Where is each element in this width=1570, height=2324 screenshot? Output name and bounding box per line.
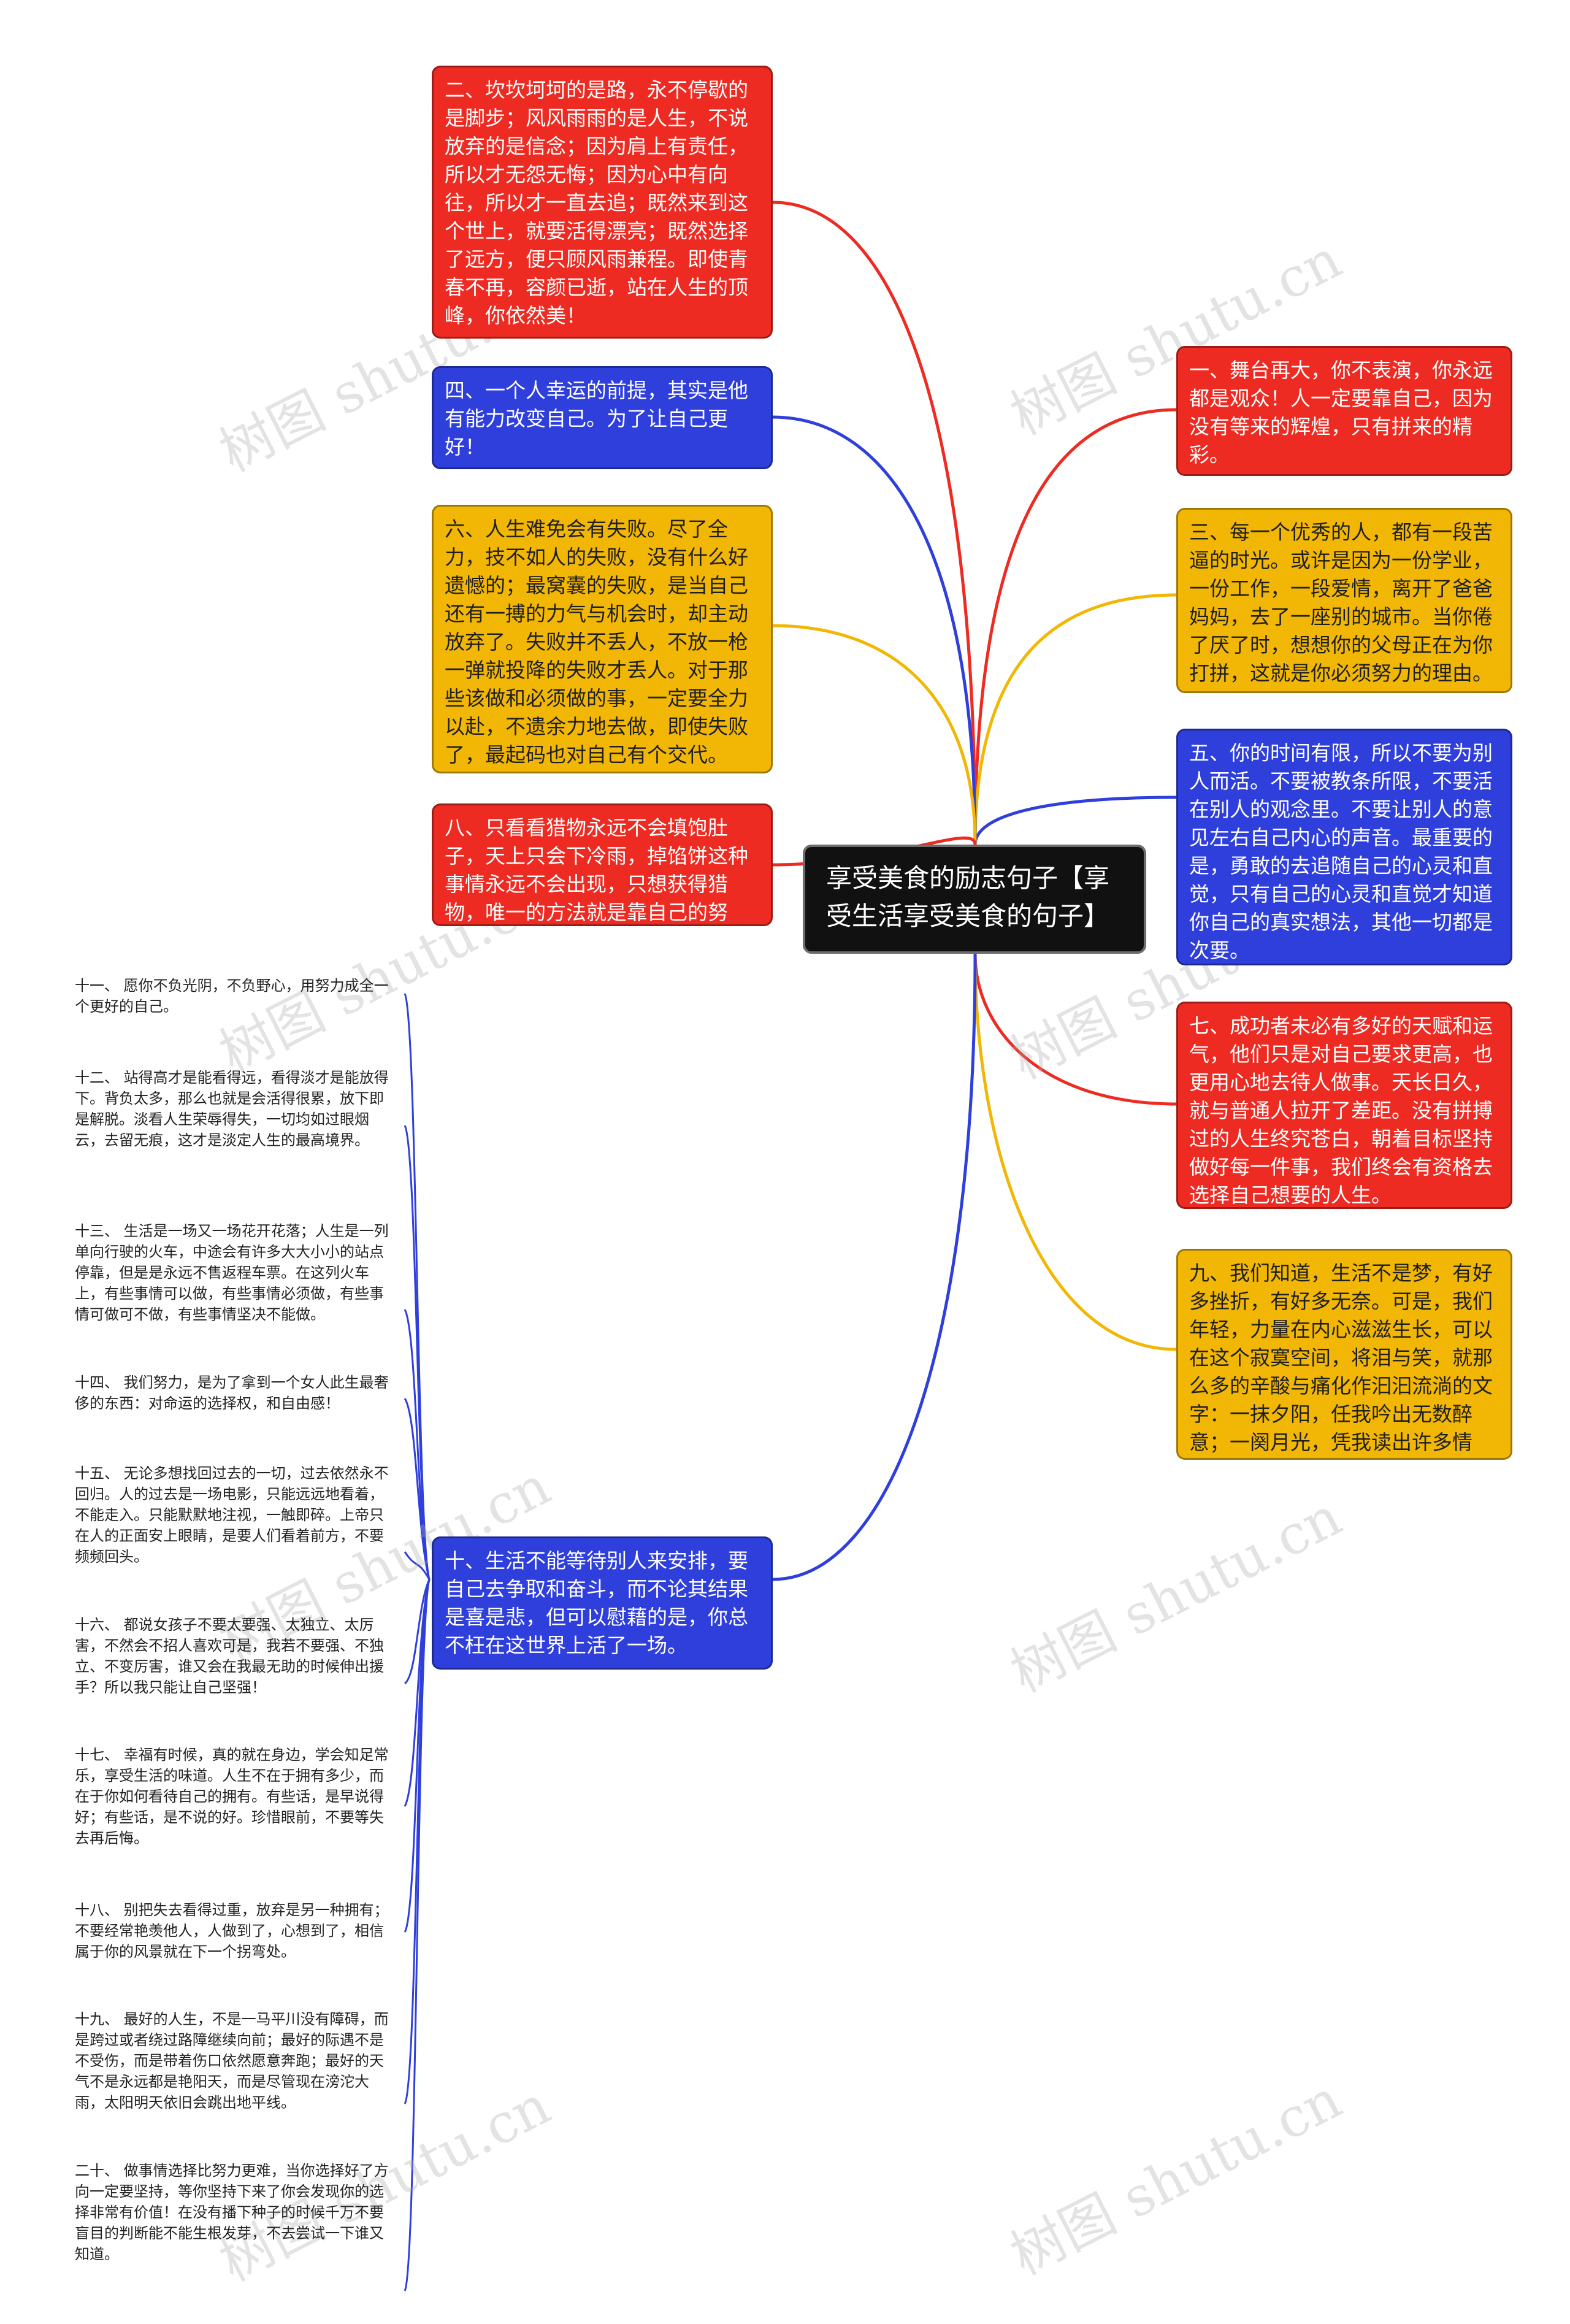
link-leaf-20	[404, 1579, 431, 2291]
link-leaf-16	[404, 1579, 431, 1685]
link-b5	[973, 796, 1177, 845]
branch-1[interactable]: 一、舞台再大，你不表演，你永远都是观众！人一定要靠自己，因为没有等来的辉煌，只有…	[1176, 346, 1512, 476]
link-b3	[973, 593, 1177, 845]
link-leaf-19	[404, 1579, 431, 2104]
link-b10	[772, 953, 977, 1581]
link-leaf-12	[404, 1125, 431, 1580]
link-b9	[973, 953, 1177, 1351]
link-b7	[973, 953, 1177, 1106]
branch-8[interactable]: 八、只看看猎物永远不会填饱肚子，天上只会下冷雨，掉馅饼这种事情永远不会出现，只想…	[432, 803, 773, 926]
link-leaf-11	[404, 993, 431, 1580]
leaf-item-15[interactable]: 十五、 无论多想找回过去的一切，过去依然永不回归。人的过去是一场电影，只能远远地…	[75, 1465, 389, 1565]
link-leaf-14	[404, 1398, 431, 1580]
leaf-item-14[interactable]: 十四、 我们努力，是为了拿到一个女人此生最奢侈的东西：对命运的选择权，和自由感！	[75, 1374, 389, 1412]
leaf-item-18[interactable]: 十八、 别把失去看得过重，放弃是另一种拥有；不要经常艳羡他人，人做到了，心想到了…	[75, 1901, 389, 1960]
link-b4	[772, 415, 977, 845]
leaf-item-19[interactable]: 十九、 最好的人生，不是一马平川没有障碍，而是跨过或者绕过路障继续向前；最好的际…	[75, 2011, 389, 2111]
leaf-item-16[interactable]: 十六、 都说女孩子不要太要强、太独立、太厉害，不然会不招人喜欢可是，我若不要强、…	[75, 1616, 384, 1696]
branch-2[interactable]: 二、坎坎坷坷的是路，永不停歇的是脚步；风风雨雨的是人生，不说放弃的是信念；因为肩…	[432, 66, 773, 339]
branch-7[interactable]: 七、成功者未必有多好的天赋和运气，他们只是对自己要求更高，也更用心地去待人做事。…	[1176, 1002, 1512, 1209]
leaf-item-12[interactable]: 十二、 站得高才是能看得远，看得淡才是能放得下。背负太多，那么也就是会活得很累，…	[75, 1069, 389, 1149]
leaf-item-11[interactable]: 十一、 愿你不负光阴，不负野心，用努力成全一个更好的自己。	[75, 977, 389, 1015]
branch-5[interactable]: 五、你的时间有限，所以不要为别人而活。不要被教条所限，不要活在别人的观念里。不要…	[1176, 729, 1512, 965]
link-b1	[973, 408, 1177, 845]
link-leaf-15	[404, 1551, 431, 1580]
leaf-item-13[interactable]: 十三、 生活是一场又一场花开花落；人生是一列单向行驶的火车，中途会有许多大大小小…	[75, 1222, 389, 1323]
branch-3[interactable]: 三、每一个优秀的人，都有一段苦逼的时光。或许是因为一份学业，一份工作，一段爱情，…	[1176, 508, 1512, 693]
branch-10[interactable]: 十、生活不能等待别人来安排，要自己去争取和奋斗，而不论其结果是喜是悲，但可以慰藉…	[432, 1536, 773, 1670]
link-b6	[772, 624, 977, 845]
branch-6[interactable]: 六、人生难免会有失败。尽了全力，技不如人的失败，没有什么好遗憾的；最窝囊的失败，…	[432, 505, 773, 773]
branch-9[interactable]: 九、我们知道，生活不是梦，有好多挫折，有好多无奈。可是，我们年轻，力量在内心滋滋…	[1176, 1249, 1512, 1460]
link-b2	[772, 201, 977, 845]
leaf-item-17[interactable]: 十七、 幸福有时候，真的就在身边，学会知足常乐，享受生活的味道。人生不在于拥有多…	[75, 1746, 389, 1847]
root-topic[interactable]: 享受美食的励志句子【享受生活享受美食的句子】	[803, 845, 1146, 954]
branch-4[interactable]: 四、一个人幸运的前提，其实是他有能力改变自己。为了让自己更好！	[432, 366, 773, 469]
leaf-item-20[interactable]: 二十、 做事情选择比努力更难，当你选择好了方向一定要坚持，等你坚持下来了你会发现…	[75, 2162, 389, 2263]
